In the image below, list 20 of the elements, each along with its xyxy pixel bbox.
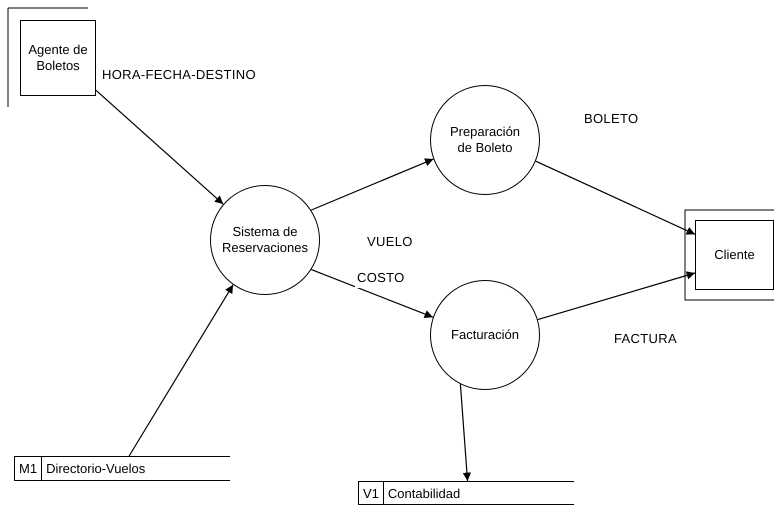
arrow: [310, 158, 434, 211]
data-store: [14, 456, 230, 481]
store-id: M1: [15, 457, 42, 480]
process-name: Sistema de Reservaciones: [222, 224, 308, 256]
arrow: [311, 269, 434, 318]
external-entity-box: [695, 220, 774, 290]
entity-name: Cliente: [714, 246, 755, 264]
data-store: [358, 481, 574, 505]
store-name: Directorio-Vuelos: [45, 460, 146, 478]
arrow: [536, 160, 696, 235]
store-id: V1: [359, 482, 384, 504]
store-name: Contabilidad: [386, 484, 462, 502]
arrow: [96, 90, 224, 205]
arrow: [538, 271, 696, 320]
process-name: Facturación: [451, 326, 519, 344]
process-name: Preparación de Boleto: [448, 124, 522, 156]
external-entity-box: [20, 20, 96, 96]
arrow: [128, 284, 234, 456]
entity-name: Agente de Boletos: [27, 42, 89, 74]
arrow: [460, 384, 472, 482]
